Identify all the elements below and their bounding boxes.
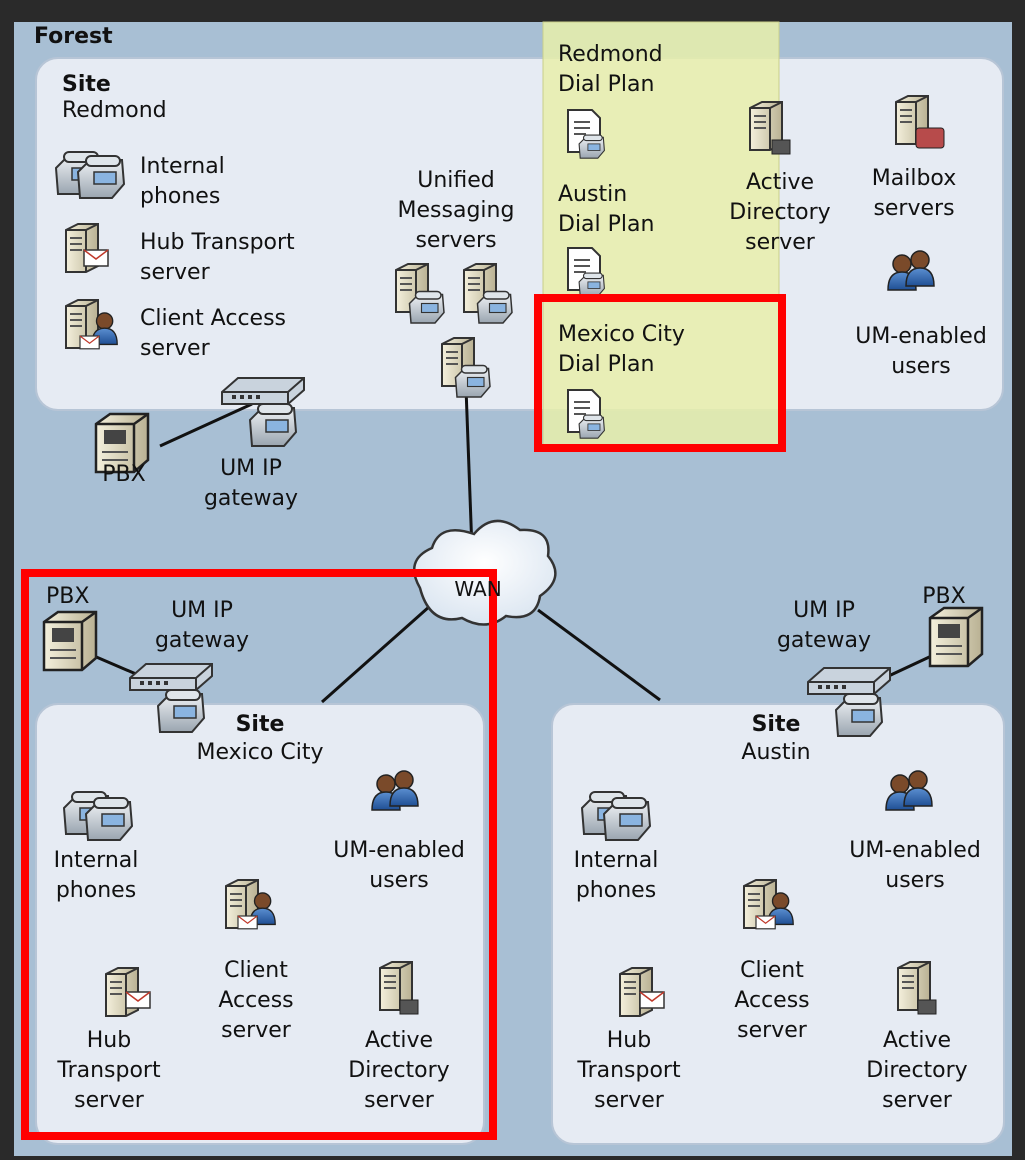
mexico-internal-phones-icon [63, 791, 133, 841]
mexico-pbx-icon [42, 610, 98, 672]
mailbox-server-icon [895, 95, 945, 149]
austin-dial-plan-icon [568, 248, 604, 296]
austin-pbx-icon [928, 606, 984, 668]
austin-active-directory-icon [897, 961, 937, 1015]
wan-label: WAN [454, 577, 502, 601]
austin-site-label: Site [751, 712, 801, 737]
austin-internal-phones-icon [581, 791, 651, 841]
mexico-pbx-label: PBX [46, 584, 90, 609]
mexico-active-directory-icon [379, 961, 419, 1015]
forest-label: Forest [34, 24, 113, 49]
redmond-pbx-label: PBX [102, 462, 146, 487]
mailbox-servers-label: Mailbox servers [871, 166, 957, 221]
redmond-um-users-label: UM-enabled users [855, 324, 987, 379]
austin-site-name: Austin [741, 740, 811, 765]
highlight-mexico-site [21, 569, 497, 1140]
redmond-site-name: Redmond [62, 98, 167, 123]
mexico-client-access-label: Client Access server [218, 958, 294, 1043]
redmond-site-label: Site [62, 72, 111, 97]
austin-client-access-label: Client Access server [734, 958, 810, 1043]
dial-plan-panel [542, 21, 780, 449]
austin-pbx-label: PBX [922, 584, 966, 609]
redmond-dial-plan-icon [568, 110, 604, 158]
active-directory-label: Active Directory server [729, 170, 831, 255]
redmond-internal-phones-label: Internal phones [140, 154, 225, 209]
internal-phones-icon [55, 151, 125, 199]
um-servers-label: Unified Messaging servers [397, 168, 515, 253]
austin-active-directory-label: Active Directory server [866, 1028, 968, 1113]
mexico-hub-transport-label: Hub Transport server [57, 1028, 161, 1113]
mexico-site-name: Mexico City [196, 740, 324, 765]
austin-dial-plan-label: Austin Dial Plan [558, 182, 655, 237]
redmond-dial-plan-label: Redmond Dial Plan [558, 42, 663, 97]
redmond-client-access-label: Client Access server [140, 306, 286, 361]
mexico-active-directory-label: Active Directory server [348, 1028, 450, 1113]
austin-internal-phones-label: Internal phones [573, 848, 659, 903]
redmond-um-ip-gateway-label: UM IP gateway [203, 456, 299, 511]
mexico-um-ip-gateway-label: UM IP gateway [154, 598, 250, 653]
redmond-hub-transport-label: Hub Transport server [140, 230, 295, 285]
mexico-site-label: Site [235, 712, 285, 737]
austin-um-users-label: UM-enabled users [849, 838, 981, 893]
mexico-dial-plan-label: Mexico City Dial Plan [558, 322, 685, 377]
mexico-um-users-label: UM-enabled users [333, 838, 465, 893]
active-directory-server-icon [749, 101, 791, 155]
austin-um-ip-gateway-label: UM IP gateway [776, 598, 872, 653]
austin-hub-transport-label: Hub Transport server [577, 1028, 681, 1113]
mexico-internal-phones-label: Internal phones [53, 848, 139, 903]
highlight-mexico-dial-plan [534, 294, 786, 452]
mexico-dial-plan-icon [568, 390, 604, 438]
